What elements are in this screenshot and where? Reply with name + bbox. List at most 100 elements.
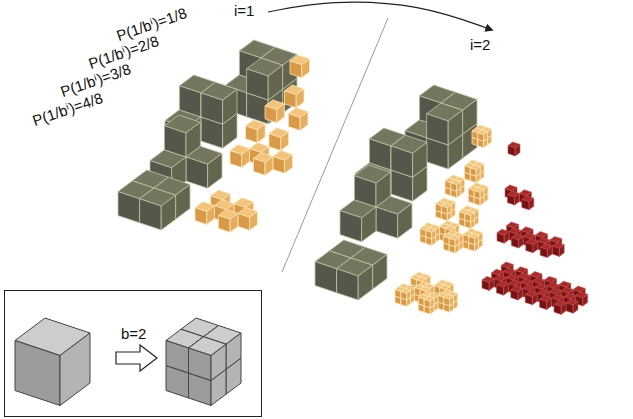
voxel-face [413, 142, 427, 177]
voxel-face [451, 183, 457, 191]
voxel-face [436, 204, 442, 212]
voxel-face [418, 297, 424, 305]
voxel-face [118, 192, 140, 223]
voxel-face [296, 89, 304, 108]
voxel-face [465, 166, 471, 174]
voxel-face [358, 265, 372, 300]
voxel-face [472, 131, 478, 139]
single-cube [15, 318, 90, 406]
voxel-face [376, 172, 390, 207]
voxel-face [478, 133, 484, 141]
voxel-face [415, 288, 421, 296]
voxel-face [540, 247, 547, 257]
voxel-face [440, 227, 446, 235]
voxel-face [459, 234, 463, 243]
fine-voxels [195, 190, 257, 232]
voxel-face [265, 106, 277, 123]
subdivided-voxels [420, 198, 482, 253]
voxel-face [540, 299, 547, 309]
voxel-face [211, 344, 226, 380]
voxel-face [223, 89, 237, 124]
voxel-face [515, 144, 520, 156]
voxel-face [230, 213, 238, 232]
voxel-face [281, 132, 289, 151]
voxel-face [449, 238, 455, 246]
voxel-face [468, 189, 474, 197]
voxel-face [482, 280, 489, 290]
voxel-face [504, 284, 509, 296]
voxel-face [480, 190, 484, 199]
voxel-face [398, 203, 412, 238]
voxel-face [179, 86, 201, 117]
voxel-face [475, 235, 479, 244]
voxel-face [508, 146, 515, 156]
fine-voxels [290, 55, 310, 78]
voxel-face [226, 333, 241, 369]
voxel-face [186, 122, 200, 157]
voxel-face [15, 341, 60, 406]
voxel-face [561, 303, 566, 315]
voxel-face [395, 290, 401, 298]
voxel-face [288, 114, 300, 131]
voxel-face [369, 139, 391, 170]
voxel-face [469, 236, 475, 244]
iteration-label: i=1 [234, 2, 254, 20]
voxel-face [480, 164, 484, 173]
voxel-face [474, 191, 480, 199]
iteration-label: i=2 [470, 36, 490, 54]
voxel-face [484, 187, 488, 196]
voxel-face [432, 230, 436, 239]
voxel-face [300, 112, 308, 131]
voxel-face [450, 296, 454, 305]
voxel-face [238, 213, 250, 230]
voxel-face [434, 295, 438, 304]
voxel-face [511, 290, 518, 300]
coarse-voxels [315, 240, 387, 300]
voxel-face [532, 293, 537, 305]
voxel-face [554, 304, 561, 314]
voxel-face [436, 227, 440, 236]
voxel-face [476, 167, 480, 176]
voxel-face [461, 179, 465, 188]
voxel-face [218, 215, 230, 232]
voxel-face [457, 182, 461, 191]
voxel-face [451, 202, 455, 211]
voxel-face [471, 213, 475, 222]
coarse-voxels [340, 165, 412, 242]
voxel-face [470, 168, 476, 176]
voxel-face [246, 126, 258, 143]
voxel-face [475, 210, 479, 219]
voxel-face [247, 69, 269, 100]
voxel-face [201, 93, 223, 124]
factor-label: b=2 [121, 325, 146, 343]
voxel-face [448, 110, 462, 145]
subdivided-voxels [395, 272, 457, 314]
voxel-face [507, 195, 514, 205]
voxel-face [504, 232, 509, 244]
voxel-face [454, 293, 458, 302]
voxel-face [269, 134, 281, 151]
voxel-face [427, 114, 449, 145]
subdivided-voxels [445, 160, 488, 206]
voxel-face [315, 262, 337, 293]
voxel-face [519, 236, 524, 248]
voxel-face [573, 302, 578, 314]
voxel-face [484, 132, 488, 141]
voxel-face [547, 246, 552, 258]
finest-voxels [508, 142, 520, 156]
finest-voxels [497, 222, 564, 258]
subdivide-arrow [116, 345, 157, 371]
voxel-face [376, 207, 398, 238]
finest-voxels [505, 185, 534, 210]
voxel-face [444, 297, 450, 305]
voxel-face [242, 149, 250, 168]
voxel-face [566, 303, 573, 313]
voxel-face [522, 199, 529, 209]
voxel-face [489, 279, 494, 291]
voxel-face [424, 299, 430, 307]
voxel-face [518, 288, 523, 300]
voxel-face [438, 295, 444, 303]
voxel-face [207, 206, 215, 225]
voxel-face [407, 291, 411, 300]
